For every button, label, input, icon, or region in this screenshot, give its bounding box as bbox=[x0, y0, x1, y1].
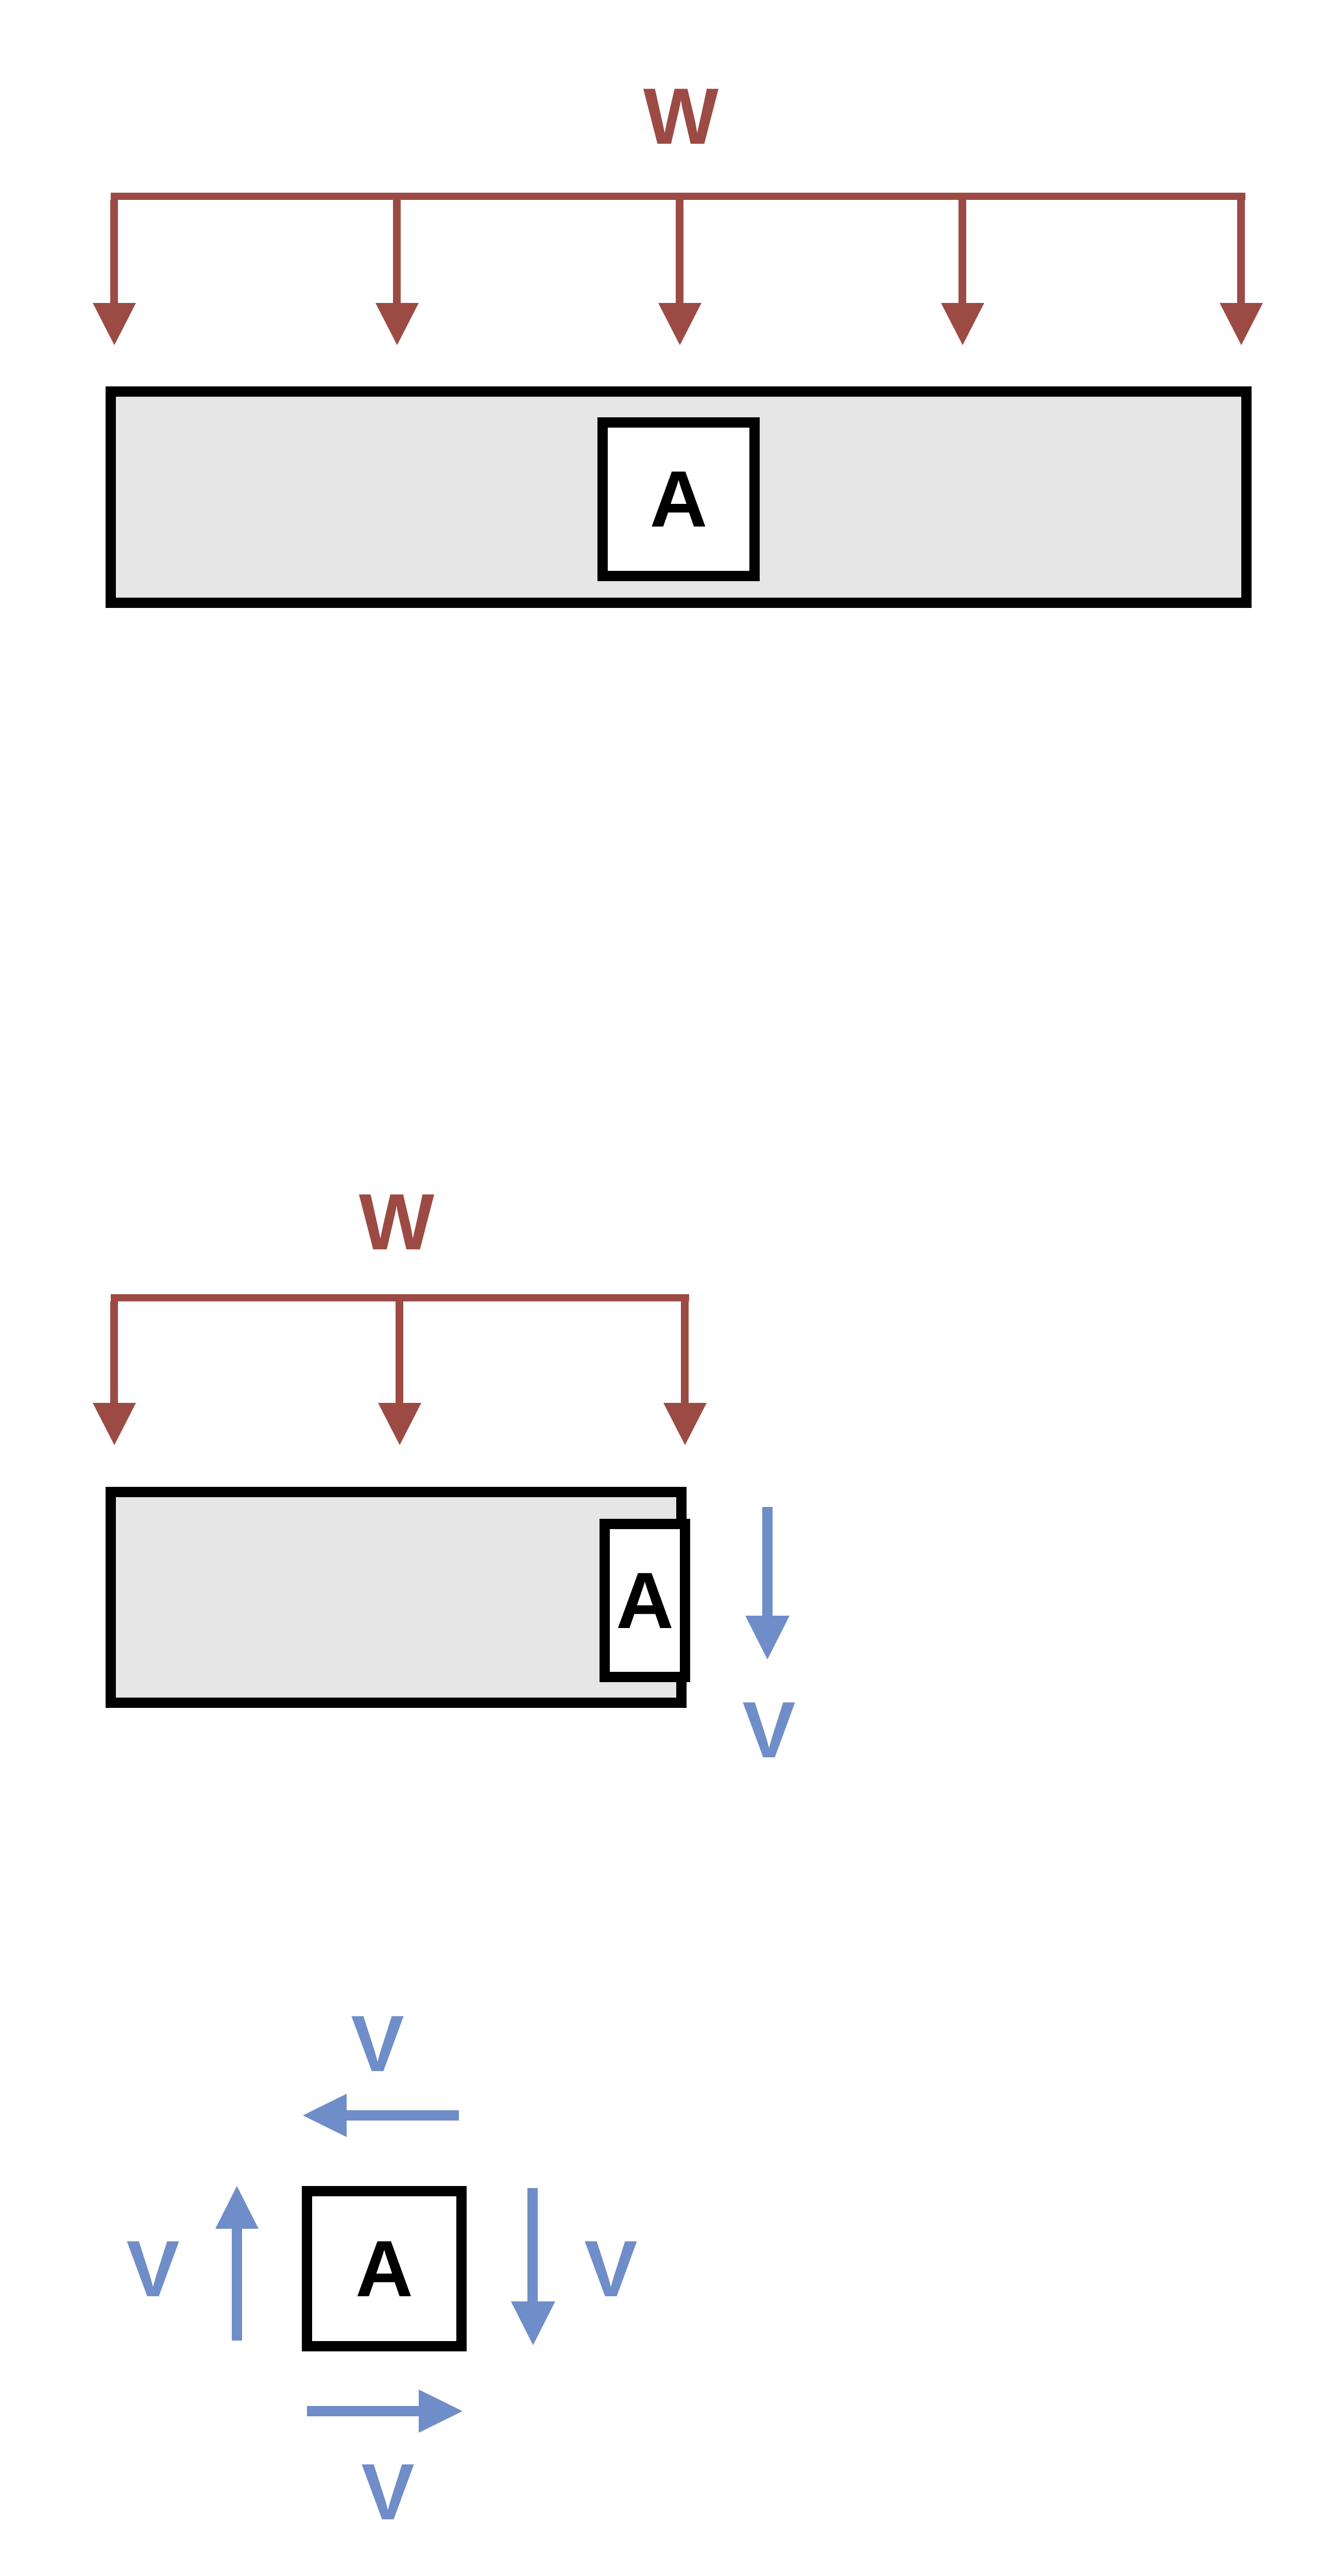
load-arrow-stem bbox=[110, 1301, 118, 1403]
shear-force-label: V bbox=[742, 1685, 796, 1774]
distributed-load-label: W bbox=[358, 1177, 435, 1266]
load-bracket-line bbox=[111, 193, 1245, 200]
load-arrow-stem bbox=[393, 200, 401, 303]
load-bracket-line bbox=[111, 1294, 689, 1301]
load-arrow-stem bbox=[1237, 200, 1245, 303]
shear-left-label: V bbox=[126, 2224, 180, 2313]
load-arrow-stem bbox=[959, 200, 966, 303]
load-arrow-stem bbox=[396, 1301, 403, 1403]
element-a-box: A bbox=[302, 2186, 467, 2351]
load-arrowhead-down-icon bbox=[1220, 303, 1263, 345]
element-a-label: A bbox=[616, 1555, 674, 1645]
shear-arrow-stem bbox=[527, 2188, 538, 2301]
shear-arrowhead-left-icon bbox=[303, 2094, 347, 2137]
distributed-load-label: W bbox=[643, 72, 719, 161]
load-arrowhead-down-icon bbox=[941, 303, 984, 345]
load-arrowhead-down-icon bbox=[663, 1403, 707, 1445]
load-arrowhead-down-icon bbox=[378, 1403, 421, 1445]
load-arrow-stem bbox=[681, 1301, 689, 1403]
load-arrow-stem bbox=[676, 200, 683, 303]
load-arrowhead-down-icon bbox=[375, 303, 419, 345]
load-arrowhead-down-icon bbox=[93, 303, 136, 345]
shear-arrowhead-down-icon bbox=[745, 1616, 790, 1659]
load-arrowhead-down-icon bbox=[658, 303, 701, 345]
shear-arrow-stem bbox=[347, 2110, 459, 2121]
element-a-label: A bbox=[355, 2224, 413, 2313]
load-arrowhead-down-icon bbox=[93, 1403, 136, 1445]
element-a-box: A bbox=[600, 1519, 690, 1682]
shear-arrow-stem bbox=[232, 2229, 242, 2341]
shear-arrow-stem bbox=[307, 2406, 419, 2416]
element-a-label: A bbox=[649, 454, 708, 544]
shear-top-label: V bbox=[351, 1999, 404, 2088]
shear-right-label: V bbox=[584, 2224, 638, 2313]
shear-bottom-label: V bbox=[361, 2447, 415, 2536]
element-a-box: A bbox=[597, 417, 760, 581]
load-arrow-stem bbox=[110, 200, 118, 303]
shear-arrowhead-down-icon bbox=[511, 2301, 555, 2345]
shear-arrowhead-right-icon bbox=[419, 2389, 463, 2433]
shear-arrowhead-up-icon bbox=[215, 2186, 259, 2229]
shear-arrow-stem bbox=[762, 1507, 773, 1616]
